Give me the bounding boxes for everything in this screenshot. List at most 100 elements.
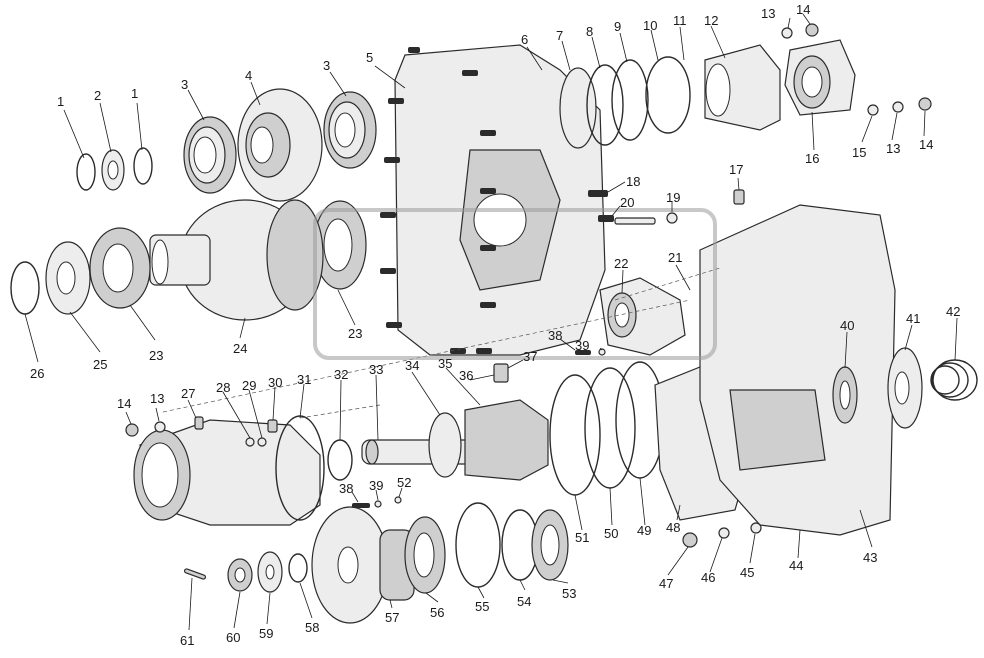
callout-27: 27 <box>181 386 195 401</box>
callout-6: 6 <box>521 32 528 47</box>
callout-14a: 14 <box>796 2 810 17</box>
callout-21: 21 <box>668 250 682 265</box>
callout-17: 17 <box>729 162 743 177</box>
callout-12: 12 <box>704 13 718 28</box>
spring-36 <box>493 363 509 383</box>
main-housing <box>394 44 606 356</box>
callout-39b: 39 <box>369 478 383 493</box>
callout-16: 16 <box>805 151 819 166</box>
callout-58: 58 <box>305 620 319 635</box>
callout-45: 45 <box>740 565 754 580</box>
callout-23b: 23 <box>149 348 163 363</box>
seal-53 <box>531 509 569 581</box>
gasket-stack-7-11 <box>559 56 691 149</box>
callout-55: 55 <box>475 599 489 614</box>
spring-42 <box>930 359 978 401</box>
snap-ring-left <box>76 153 96 191</box>
callout-53: 53 <box>562 586 576 601</box>
rear-housing-43-44 <box>699 204 896 536</box>
callout-46: 46 <box>701 570 715 585</box>
plug-17 <box>733 189 745 205</box>
gasket-55 <box>455 502 501 588</box>
callout-1b: 1 <box>131 86 138 101</box>
callout-1a: 1 <box>57 94 64 109</box>
bolts-38-39-52-low <box>352 496 402 508</box>
parts-layer <box>10 23 978 624</box>
callout-41: 41 <box>906 311 920 326</box>
callout-3b: 3 <box>323 58 330 73</box>
callout-56: 56 <box>430 605 444 620</box>
oil-seal-56 <box>404 516 446 594</box>
callout-39a: 39 <box>575 338 589 353</box>
callout-61: 61 <box>180 633 194 648</box>
bolts-18-20 <box>588 190 678 225</box>
callout-22: 22 <box>614 256 628 271</box>
washer-59 <box>257 551 283 593</box>
coupling-34-35 <box>428 399 549 481</box>
callout-23a: 23 <box>348 326 362 341</box>
bolts-38-39-mid <box>575 348 606 356</box>
callout-60: 60 <box>226 630 240 645</box>
watermark-logo <box>313 208 717 360</box>
callout-51: 51 <box>575 530 589 545</box>
ring-32 <box>327 439 353 481</box>
callout-43: 43 <box>863 550 877 565</box>
callout-14b: 14 <box>919 137 933 152</box>
callout-13c: 13 <box>150 391 164 406</box>
callout-31: 31 <box>297 372 311 387</box>
callout-35: 35 <box>438 356 452 371</box>
callout-44: 44 <box>789 558 803 573</box>
small-gear-2 <box>101 149 125 191</box>
callout-25: 25 <box>93 357 107 372</box>
seal-40 <box>832 366 858 424</box>
callouts-layer: 1 2 1 3 4 3 5 6 7 8 9 10 11 12 13 14 15 <box>24 2 960 648</box>
callout-7: 7 <box>556 28 563 43</box>
callout-5: 5 <box>366 50 373 65</box>
callout-30: 30 <box>268 375 282 390</box>
callout-42: 42 <box>946 304 960 319</box>
callout-11: 11 <box>673 13 687 28</box>
callout-57: 57 <box>385 610 399 625</box>
callout-8: 8 <box>586 24 593 39</box>
cotter-pin-61 <box>183 568 207 580</box>
callout-37: 37 <box>523 349 537 364</box>
hardware-45-47 <box>682 522 762 548</box>
nut-washer-left <box>125 421 166 437</box>
spur-gear-4 <box>237 88 323 202</box>
nut-washer-top <box>781 23 932 116</box>
callout-4: 4 <box>245 68 252 83</box>
flange-cup-16 <box>784 39 856 116</box>
callout-24: 24 <box>233 341 247 356</box>
callout-38a: 38 <box>548 328 562 343</box>
callout-59: 59 <box>259 626 273 641</box>
callout-33: 33 <box>369 362 383 377</box>
callout-47: 47 <box>659 576 673 591</box>
sleeve-12 <box>704 44 781 131</box>
callout-19: 19 <box>666 190 680 205</box>
callout-14c: 14 <box>117 396 131 411</box>
callout-49: 49 <box>637 523 651 538</box>
gaskets-49-51 <box>549 361 665 496</box>
castle-nut-60 <box>227 558 253 592</box>
bearing-3-right <box>323 91 377 169</box>
callout-26: 26 <box>30 366 44 381</box>
flange-57 <box>311 506 415 624</box>
output-cover-21-22 <box>599 277 686 356</box>
callout-50: 50 <box>604 526 618 541</box>
bearing-23-lower <box>89 227 151 309</box>
callout-40: 40 <box>840 318 854 333</box>
front-housing-27-31 <box>133 415 325 526</box>
callout-20: 20 <box>620 195 634 210</box>
callout-34: 34 <box>405 358 419 373</box>
callout-52: 52 <box>397 475 411 490</box>
callout-13a: 13 <box>761 6 775 21</box>
housing-studs <box>380 47 496 354</box>
differential-24 <box>149 199 324 321</box>
callout-10: 10 <box>643 18 657 33</box>
callout-2: 2 <box>94 88 101 103</box>
ring-58 <box>288 553 308 583</box>
callout-15: 15 <box>852 145 866 160</box>
bevel-gear-25 <box>45 241 91 315</box>
callout-38b: 38 <box>339 481 353 496</box>
callout-28: 28 <box>216 380 230 395</box>
